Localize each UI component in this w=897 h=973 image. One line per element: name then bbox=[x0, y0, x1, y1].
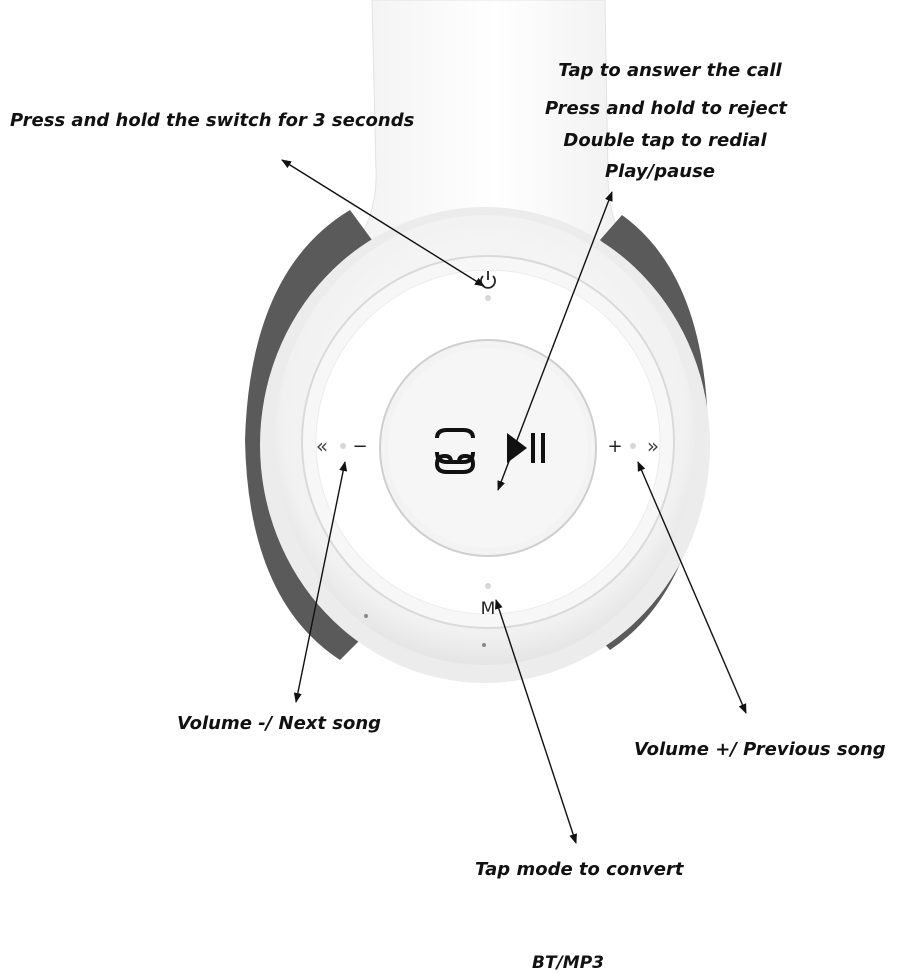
label-call-answer: Tap to answer the call bbox=[558, 60, 782, 81]
label-mode: Tap mode to convert bbox=[475, 859, 684, 880]
mark-plus: + bbox=[607, 436, 622, 457]
led-dot-top bbox=[485, 295, 491, 301]
arrow-volume-up bbox=[637, 461, 747, 714]
arrow-volume-down bbox=[293, 461, 348, 703]
mark-mode: M bbox=[481, 599, 496, 619]
label-call-reject: Press and hold to reject bbox=[544, 98, 787, 119]
label-volume-down: Volume -/ Next song bbox=[177, 713, 382, 734]
label-power: Press and hold the switch for 3 seconds bbox=[10, 110, 415, 131]
mark-rewind: « bbox=[316, 434, 328, 458]
mark-minus: − bbox=[352, 436, 367, 457]
label-call-redial: Double tap to redial bbox=[563, 130, 767, 151]
mic-hole-bottom bbox=[482, 643, 486, 647]
arrow-power bbox=[281, 159, 485, 287]
led-dot-bottom bbox=[485, 583, 491, 589]
ear-cushion-left bbox=[245, 210, 372, 660]
arrow-play-pause bbox=[497, 191, 613, 491]
led-dot-left bbox=[340, 443, 346, 449]
label-volume-up: Volume +/ Previous song bbox=[634, 739, 886, 760]
label-play-pause: Play/pause bbox=[604, 161, 716, 182]
label-footer: BT/MP3 bbox=[532, 953, 604, 973]
phone-handset-icon bbox=[434, 428, 476, 474]
mic-hole-left bbox=[364, 614, 368, 618]
led-dot-right bbox=[630, 443, 636, 449]
arrow-mode bbox=[495, 599, 577, 844]
mark-forward: » bbox=[647, 434, 659, 458]
